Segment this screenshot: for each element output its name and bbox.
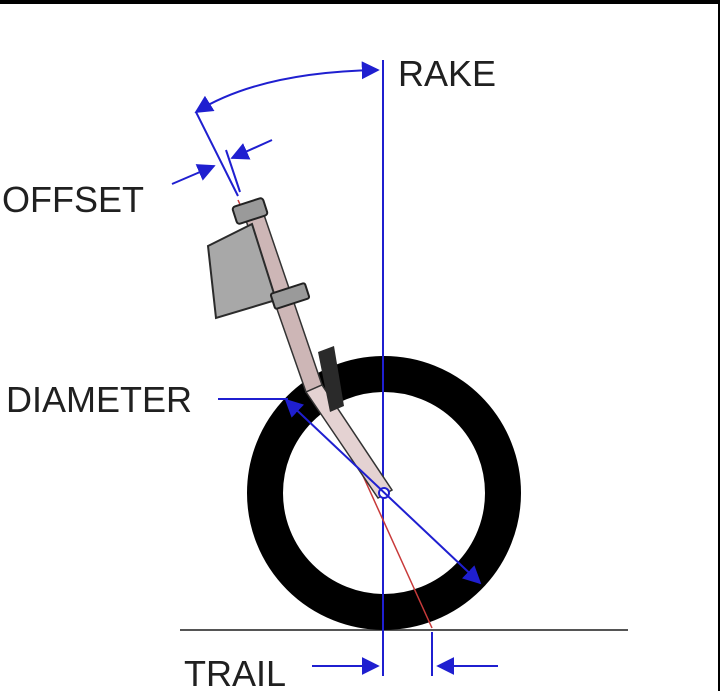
offset-arrow-right bbox=[230, 139, 273, 160]
offset-label: OFFSET bbox=[2, 179, 144, 220]
rake-label: RAKE bbox=[398, 53, 496, 94]
offset-arrow-left bbox=[171, 164, 216, 185]
rake-angle-arc bbox=[194, 61, 380, 113]
top-nut bbox=[231, 197, 269, 225]
fork-lower-leg bbox=[304, 384, 394, 499]
rake-axis-line bbox=[195, 111, 239, 197]
diameter-arrow bbox=[284, 398, 482, 585]
fork-dark-band bbox=[318, 346, 344, 412]
top-border bbox=[0, 0, 720, 4]
diameter-label: DIAMETER bbox=[6, 379, 192, 420]
lower-clamp-band bbox=[269, 282, 311, 310]
right-border bbox=[718, 0, 720, 691]
offset-extension-line bbox=[225, 149, 241, 193]
trail-label: TRAIL bbox=[184, 653, 286, 691]
